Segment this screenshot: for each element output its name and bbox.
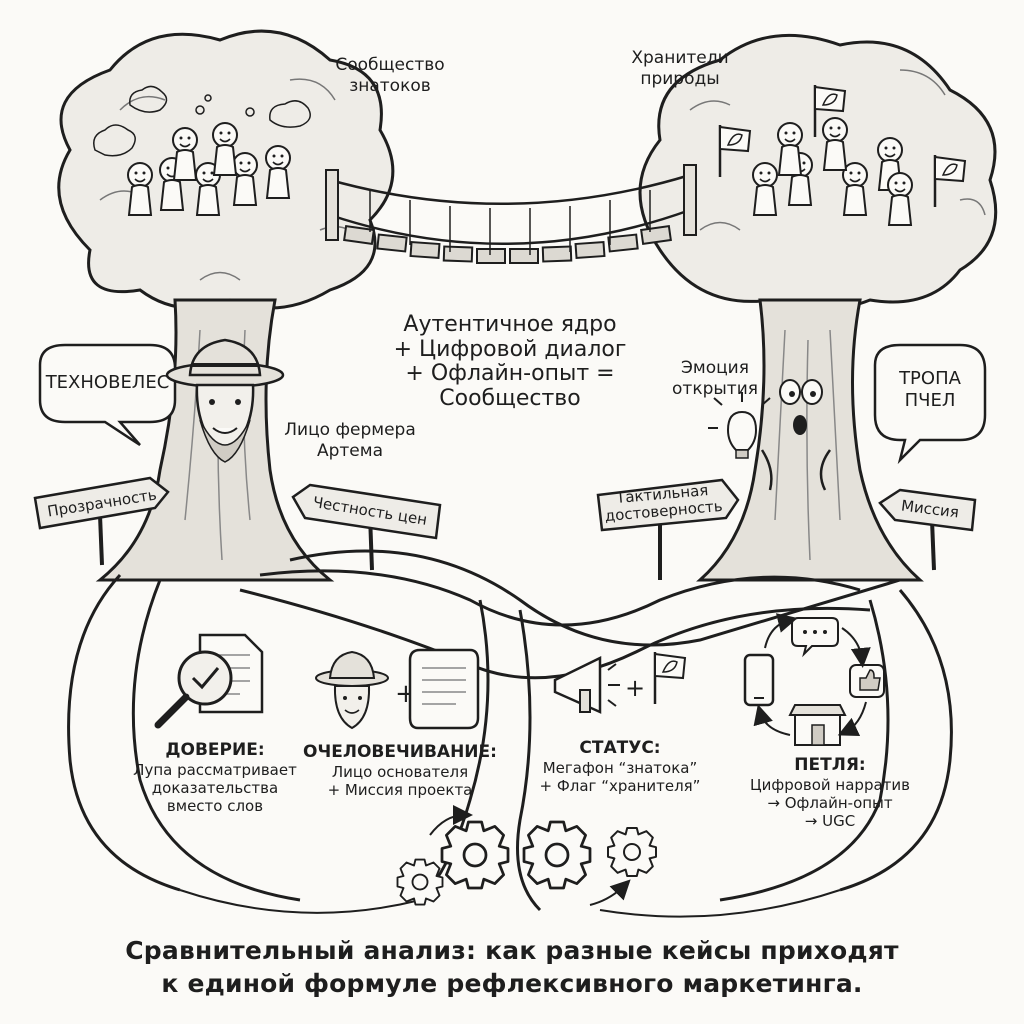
signpost-tactile (596, 478, 740, 580)
page-caption: Сравнительный анализ: как разные кейсы п… (125, 936, 899, 998)
farmer-face-label: Лицо фермера Артема (284, 420, 416, 461)
signpost-mission (878, 488, 977, 571)
speech-bubble-right (873, 343, 987, 465)
phone-cycle-icon (743, 613, 885, 746)
rope-bridge (325, 164, 697, 264)
signpost-transparency (33, 476, 170, 566)
section-trust: ДОВЕРИЕ: Лупа рассматривает доказательст… (133, 740, 297, 816)
formula-text: Аутентичное ядро + Цифровой диалог + Офл… (393, 312, 627, 411)
bubble-tekhnoveles-text: ТЕХНОВЕЛЕС (45, 372, 170, 393)
section-humanization: ОЧЕЛОВЕЧИВАНИЕ: Лицо основателя + Миссия… (303, 742, 497, 800)
farmer-face-icon (165, 338, 285, 463)
magnifier-document-icon (154, 633, 264, 729)
right-tree (638, 33, 998, 582)
signpost-price-honesty (291, 483, 442, 571)
intertwined-roots (67, 549, 953, 918)
lightbulb-icon (708, 392, 771, 459)
gears-icon (396, 805, 658, 906)
speech-bubble-left (38, 343, 177, 447)
section-loop: ПЕТЛЯ: Цифровой нарратив → Офлайн-опыт →… (749, 755, 910, 831)
community-nature-keepers-label: Хранители природы (631, 48, 729, 89)
megaphone-flag-icon: + (553, 650, 687, 714)
community-experts-label: Сообщество знатоков (335, 55, 445, 96)
emotion-label: Эмоция открытия (672, 358, 758, 399)
founder-mission-icon: + (315, 648, 480, 730)
section-status: СТАТУС: Мегафон “знатока” + Флаг “хранит… (539, 738, 701, 796)
svg-text:+: + (625, 674, 645, 702)
experts-crowd (93, 85, 311, 216)
thought-bubbles-icon (93, 85, 311, 157)
surprised-face-icon (708, 379, 832, 491)
bubble-bee-trail-text: ТРОПА ПЧЕЛ (899, 368, 961, 411)
